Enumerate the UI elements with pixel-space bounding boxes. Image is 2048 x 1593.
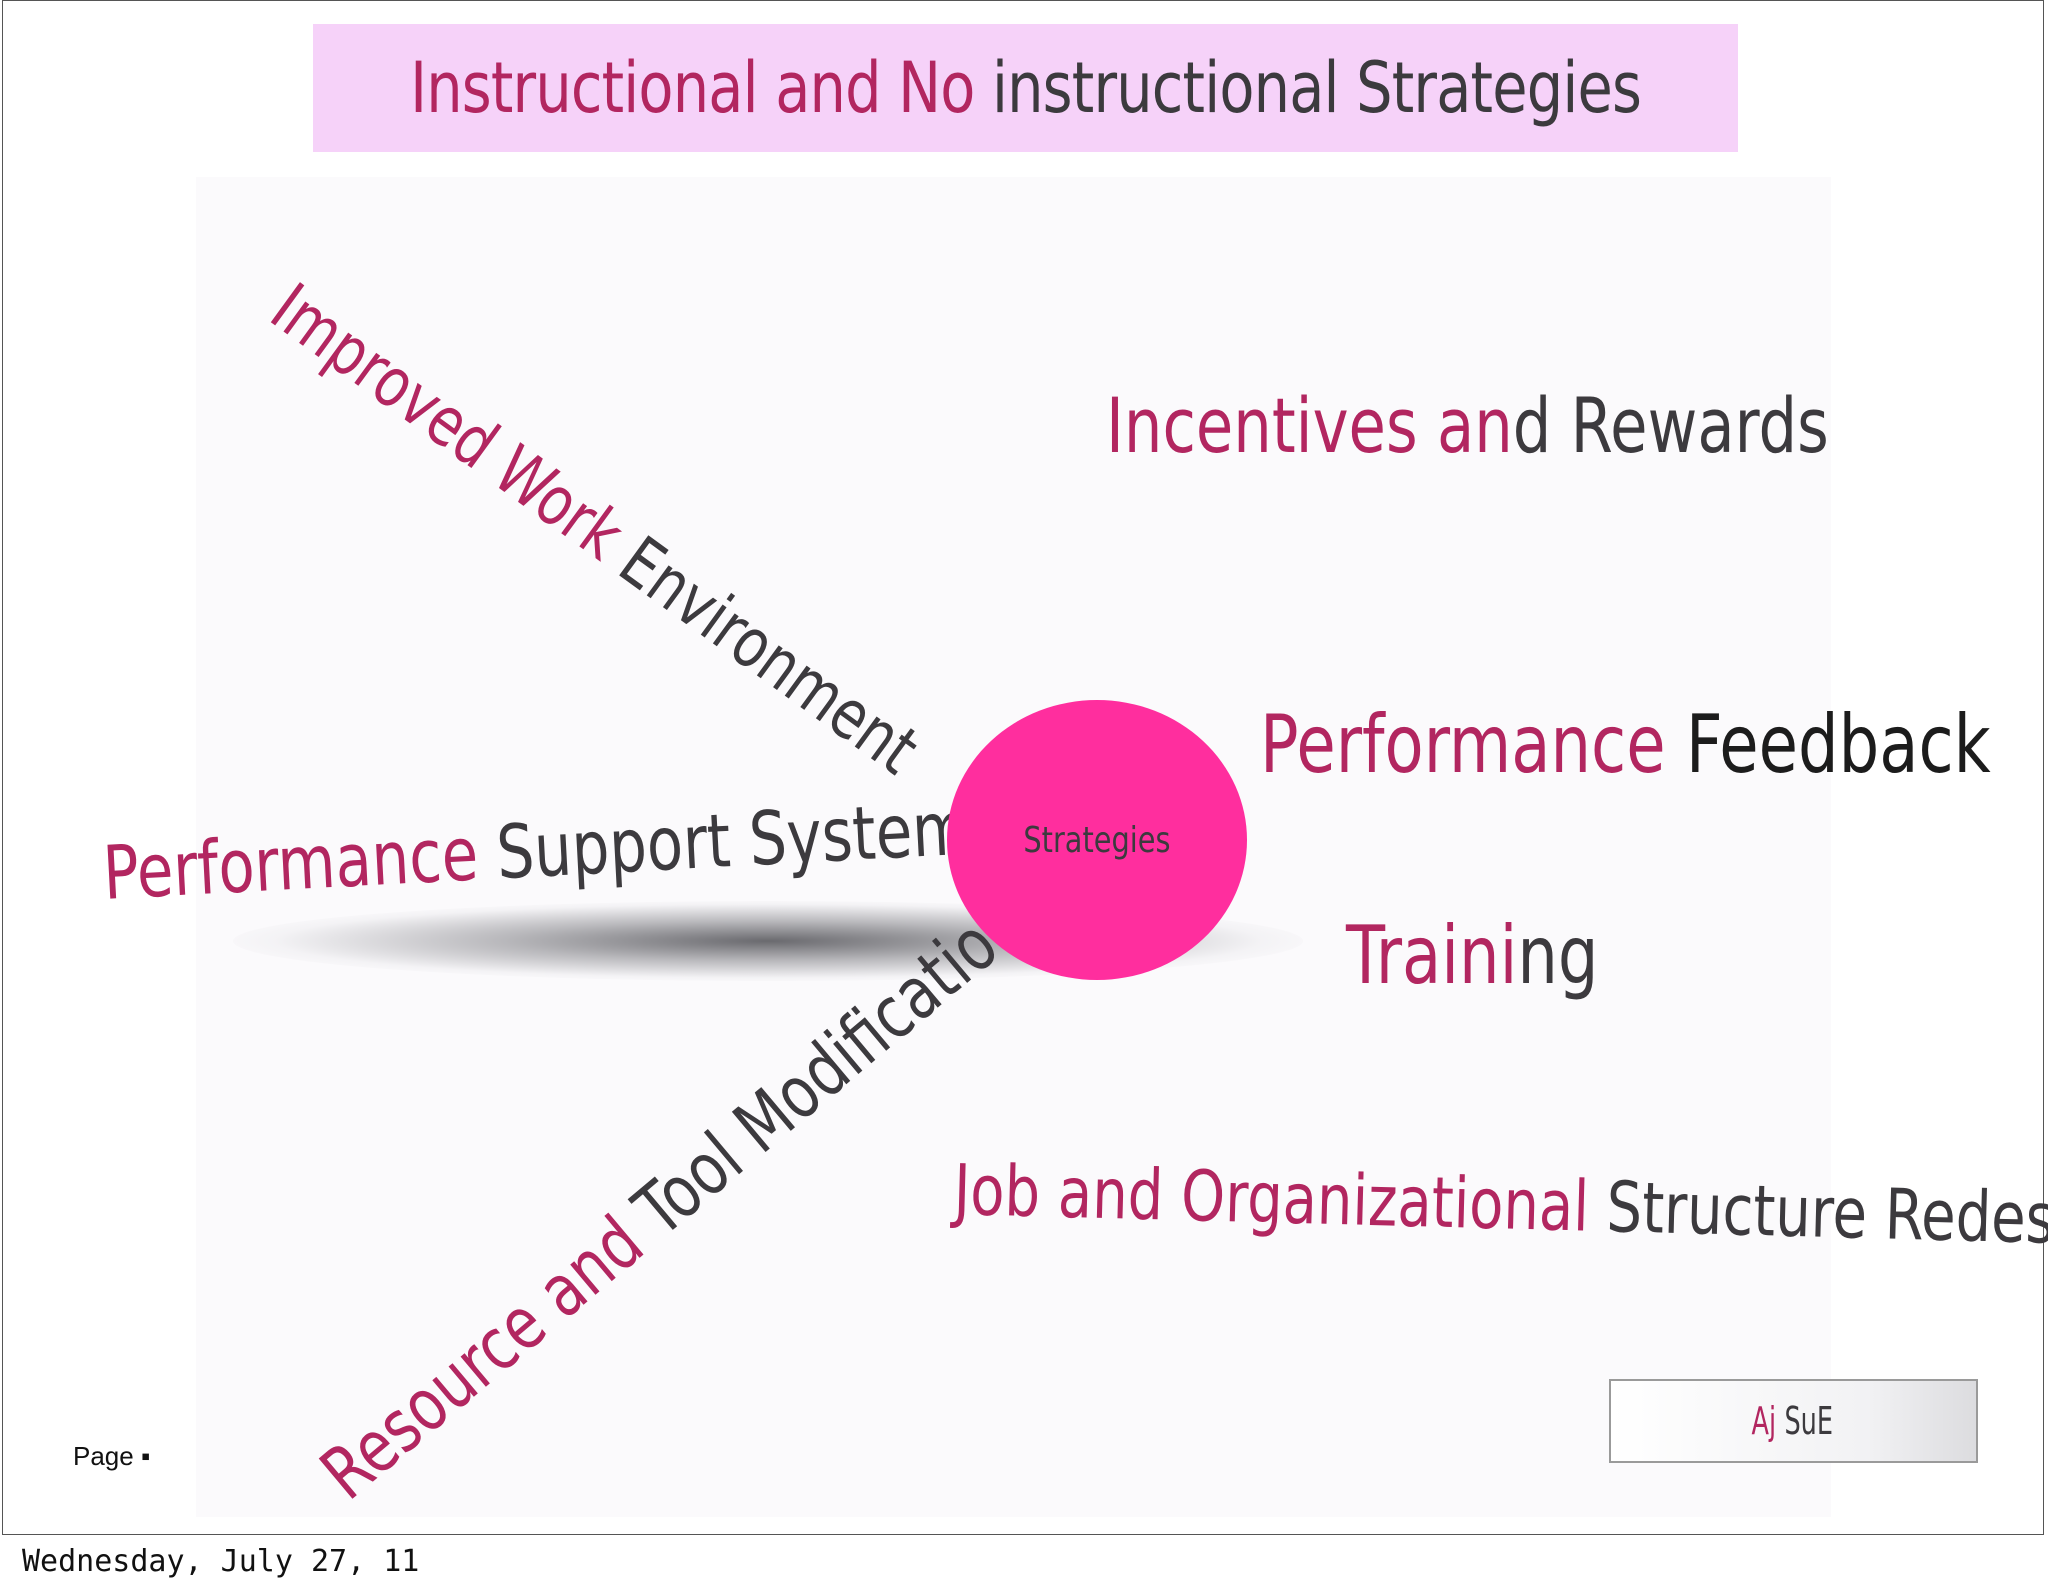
branch-training: Training xyxy=(1346,909,1599,1002)
logo-part-2: SuE xyxy=(1784,1399,1833,1443)
branch-training-part-2: ng xyxy=(1517,909,1599,1002)
slide-title: Instructional and No instructional Strat… xyxy=(410,47,1642,129)
branch-perf-feedback-part-1: Performance xyxy=(1260,698,1686,791)
branch-training-part-1: Traini xyxy=(1346,909,1518,1002)
page-number-label: Page ▪ xyxy=(73,1441,151,1471)
strategies-hub-circle: Strategies xyxy=(947,700,1247,980)
logo-part-1: Aj xyxy=(1751,1399,1777,1443)
branch-incentives-and-rewards: Incentives and Rewards xyxy=(1106,381,1829,470)
hub-label: Strategies xyxy=(1023,819,1171,861)
branch-performance-feedback: Performance Feedback xyxy=(1260,698,1991,791)
title-part-2: instructional Strategies xyxy=(991,47,1642,129)
branch-incentives-part-2: d Rewards xyxy=(1512,381,1829,470)
title-banner: Instructional and No instructional Strat… xyxy=(313,24,1738,152)
slide: Instructional and No instructional Strat… xyxy=(2,0,2048,1535)
slide-date: Wednesday, July 27, 11 xyxy=(22,1544,420,1579)
branch-job-org-part-2: Structure Redesign xyxy=(1605,1166,2048,1263)
branch-job-org-part-1: Job and Organizational xyxy=(952,1149,1608,1249)
title-part-1: Instructional and No xyxy=(410,47,992,129)
branch-incentives-part-1: Incentives an xyxy=(1106,381,1513,470)
branch-perf-feedback-part-2: Feedback xyxy=(1685,698,1991,791)
